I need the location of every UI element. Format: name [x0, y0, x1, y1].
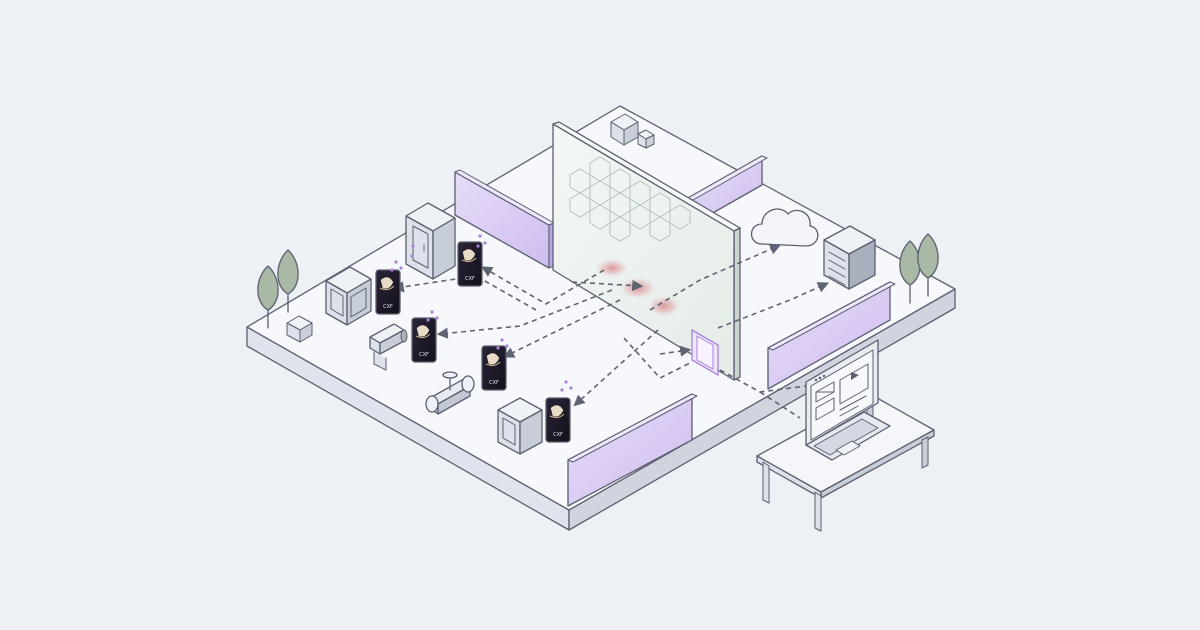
platform: [246, 105, 956, 531]
data-flow-arrows: [392, 243, 830, 419]
electrical-cabinet-front: [497, 397, 543, 455]
electrical-cabinet-back: [405, 202, 456, 280]
partition-right: [767, 281, 896, 390]
server-icon: [823, 225, 876, 290]
threat-glow: [646, 295, 682, 317]
tablet-device-icon: [481, 345, 507, 391]
partition-front: [567, 393, 698, 507]
edge-devices: [375, 234, 573, 443]
camera-icon: [369, 323, 408, 371]
tablet-device-icon: [411, 317, 437, 363]
storage-boxes: [610, 113, 655, 149]
laptop-icon: [805, 339, 891, 461]
threat-glow: [594, 258, 630, 278]
hexagon-pattern: [569, 156, 691, 242]
junction-box-left: [325, 266, 372, 326]
firewall-glass-wall: [552, 121, 741, 381]
tablet-device-icon: [457, 241, 483, 287]
small-box: [286, 315, 313, 343]
valve-icon: [425, 371, 475, 415]
cloud-icon: [750, 208, 819, 247]
tablet-device-icon: [375, 269, 401, 315]
dashboard-screen: [814, 363, 869, 421]
tablet-device-icon: [545, 397, 571, 443]
threat-glow: [618, 276, 658, 300]
